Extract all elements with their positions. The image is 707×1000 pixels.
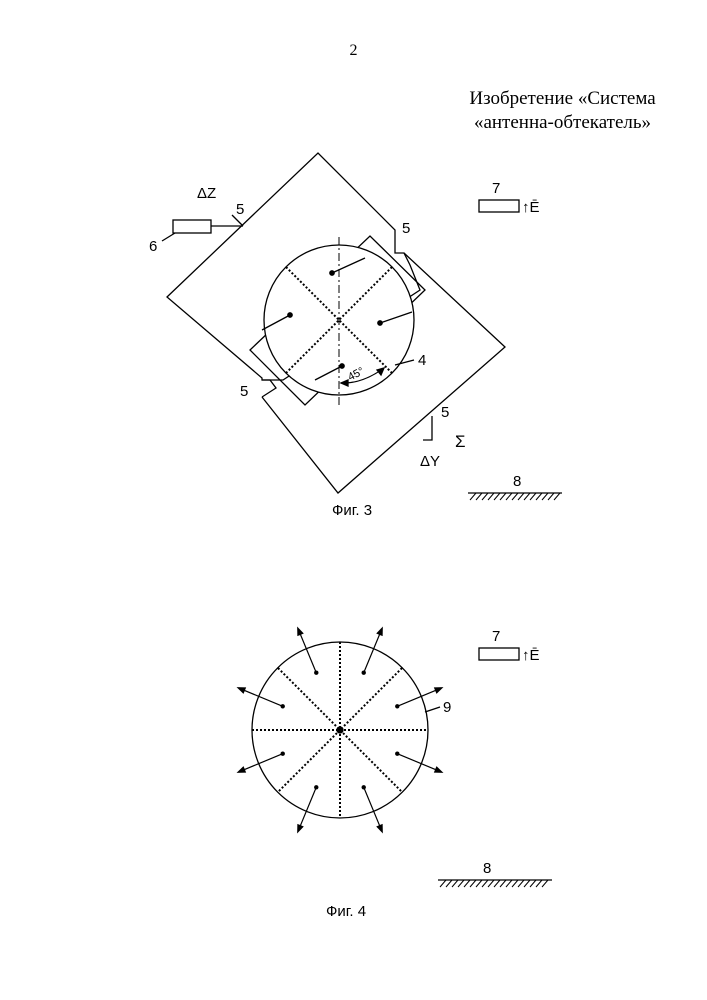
label-8-fig4: 8	[483, 860, 491, 877]
element-arrow-shaft-6	[299, 787, 316, 828]
element-feed-dot-2	[362, 671, 366, 675]
label-5-top: 5	[236, 201, 244, 218]
dy-lead	[423, 416, 432, 440]
label-e-fig3: ↑Ē	[522, 199, 540, 216]
element-arrow-head-4	[434, 766, 444, 773]
element-feed-dot-8	[281, 704, 285, 708]
feed-dot-bottom	[340, 364, 344, 368]
element-feed-dot-7	[281, 752, 285, 756]
element-arrow-head-1	[297, 627, 304, 637]
element-arrow-head-7	[237, 766, 247, 773]
caption-fig3: Фиг. 3	[332, 502, 372, 519]
element-feed-dot-6	[314, 785, 318, 789]
element-arrow-shaft-8	[242, 689, 283, 706]
component-7-box-fig4	[479, 648, 519, 660]
label-6: 6	[149, 238, 157, 255]
label-7-fig3: 7	[492, 180, 500, 197]
element-arrow-shaft-2	[364, 632, 381, 673]
component-7-box	[479, 200, 519, 212]
label-e-fig4: ↑Ē	[522, 647, 540, 664]
leader-6	[162, 233, 175, 241]
element-feed-dot-3	[395, 704, 399, 708]
element-arrow-head-2	[376, 627, 383, 637]
center-point	[337, 727, 343, 733]
element-arrow-shaft-4	[397, 754, 438, 771]
label-7-fig4: 7	[492, 628, 500, 645]
element-arrow-head-8	[237, 687, 247, 694]
element-arrow-shaft-1	[299, 632, 316, 673]
feed-dot-top	[330, 271, 334, 275]
feed-dot-left	[288, 313, 292, 317]
ground-8-hatch-fig4	[440, 880, 548, 887]
feed-dot-right	[378, 321, 382, 325]
figure-3	[162, 153, 562, 500]
label-5-right: 5	[402, 220, 410, 237]
label-dz: ΔZ	[197, 185, 216, 202]
element-arrow-shaft-5	[364, 787, 381, 828]
label-dy: ΔY	[420, 453, 440, 470]
component-6-box	[173, 220, 211, 233]
element-arrow-head-5	[376, 824, 383, 834]
element-arrow-shaft-7	[242, 754, 283, 771]
caption-fig4: Фиг. 4	[326, 903, 366, 920]
ground-8-hatch	[470, 493, 560, 500]
leader-9	[425, 707, 440, 712]
label-4: 4	[418, 352, 426, 369]
label-sigma: Σ	[455, 432, 466, 451]
label-9: 9	[443, 699, 451, 716]
figure-4	[252, 642, 552, 887]
element-arrow-head-3	[434, 687, 444, 694]
label-5-bottom: 5	[441, 404, 449, 421]
element-arrow-head-6	[297, 824, 304, 834]
element-feed-dot-5	[362, 785, 366, 789]
element-arrow-shaft-3	[397, 689, 438, 706]
label-5-left: 5	[240, 383, 248, 400]
element-feed-dot-4	[395, 752, 399, 756]
notch-lower-left	[262, 380, 276, 397]
label-8-fig3: 8	[513, 473, 521, 490]
element-feed-dot-1	[314, 671, 318, 675]
